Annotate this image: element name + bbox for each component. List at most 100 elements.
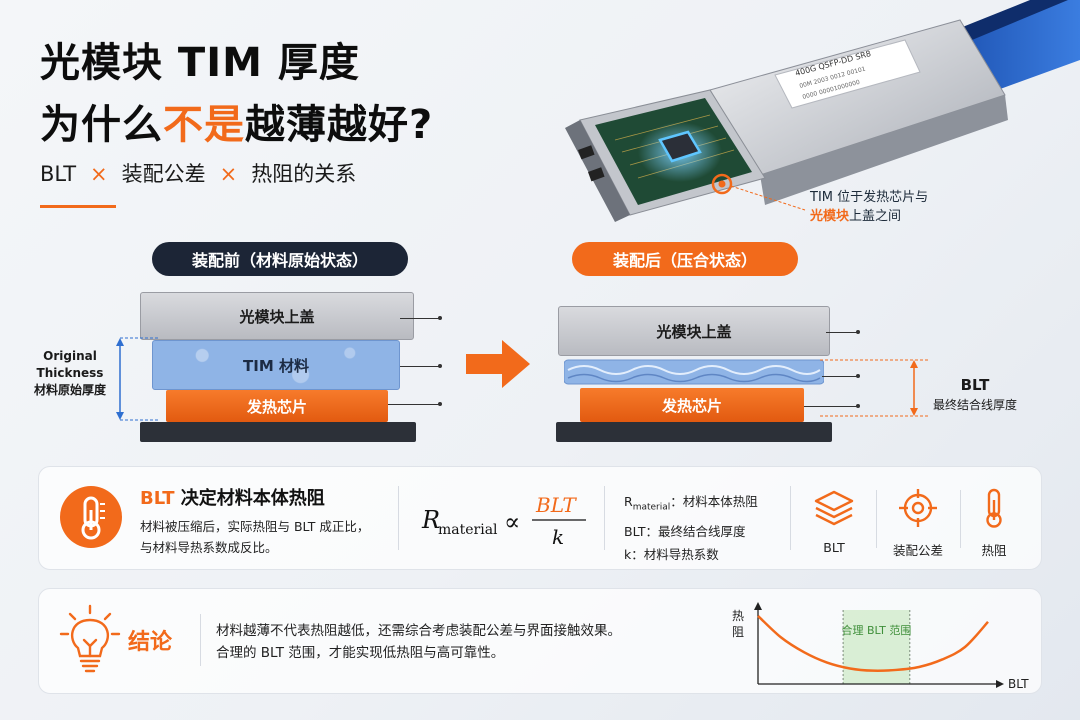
original-thickness-label: Original Thickness 材料原始厚度: [18, 348, 122, 399]
blt-side-label: BLT 最终结合线厚度: [925, 376, 1025, 413]
y-axis-label-char2: 阻: [732, 625, 744, 639]
callout-rest: 上盖之间: [849, 209, 902, 224]
x-axis-label: BLT: [1008, 677, 1029, 691]
leader-dot: [856, 330, 860, 334]
card1-title-highlight: BLT: [140, 488, 175, 509]
title-underline: [40, 205, 116, 208]
thermometer-badge: [60, 486, 122, 548]
arrow-right-icon: [466, 340, 530, 388]
callout-line1: TIM 位于发热芯片与: [810, 190, 929, 205]
leader-dot: [438, 316, 442, 320]
x-axis-arrow: [996, 680, 1004, 688]
title-post: 越薄越好?: [245, 102, 434, 148]
after-base-layer: [556, 422, 832, 442]
before-assembly-pill: 装配前（材料原始状态）: [152, 242, 408, 276]
divider: [876, 490, 877, 548]
original-thickness-dimension: [116, 337, 160, 421]
resistance-curve: [757, 615, 989, 673]
leader-dot: [856, 404, 860, 408]
leader-dot: [438, 402, 442, 406]
tolerance-icon-box: 装配公差: [888, 486, 948, 559]
formula-r-sub: material: [438, 522, 498, 538]
y-axis-arrow: [754, 602, 762, 610]
thickness-cn: 材料原始厚度: [33, 383, 106, 397]
legend-r-desc: ：材料本体热阻: [670, 494, 758, 509]
formula-denominator: k: [552, 525, 564, 549]
thermometer-icon: [81, 496, 105, 540]
formula-numerator: BLT: [535, 493, 577, 517]
optical-module-illustration: 400G QSFP-DD SR8 00M 2003 0012 00101 000…: [565, 0, 1080, 222]
card1-text-line1: 材料被压缩后，实际热阻与 BLT 成正比，: [140, 519, 370, 534]
thickness-en2: Thickness: [36, 366, 104, 380]
after-cover-layer: 光模块上盖: [558, 306, 830, 356]
card1-title-rest: 决定材料本体热阻: [180, 488, 325, 509]
leader-line: [804, 406, 858, 407]
layers-icon: [814, 490, 854, 526]
blt-side-title: BLT: [960, 376, 990, 394]
leader-line: [826, 332, 858, 333]
optimal-range-label: 合理 BLT 范围: [842, 623, 912, 637]
blt-side-desc: 最终结合线厚度: [932, 398, 1017, 412]
legend-r-main: R: [624, 494, 633, 509]
target-icon: [899, 489, 937, 527]
divider: [398, 486, 399, 550]
lightbulb-icon: [59, 604, 121, 673]
card1-text-line2: 与材料导热系数成反比。: [140, 540, 278, 555]
conclusion-line1: 材料越薄不代表热阻越低，还需综合考虑装配公差与界面接触效果。: [216, 623, 621, 639]
before-cover-layer: 光模块上盖: [140, 292, 414, 340]
module-callout: TIM 位于发热芯片与 光模块上盖之间: [810, 188, 928, 226]
title-pre: 为什么: [40, 102, 163, 148]
leader-line: [388, 404, 440, 405]
divider: [960, 490, 961, 548]
tolerance-icon-label: 装配公差: [892, 543, 943, 558]
after-tim-layer-compressed: [564, 359, 824, 385]
after-chip-layer: 发热芯片: [580, 388, 804, 422]
subtitle-blt: BLT: [40, 162, 77, 186]
blt-dimension: [820, 359, 930, 417]
resistance-icon-label: 热阻: [981, 543, 1007, 558]
blt-icon-box: BLT: [804, 486, 864, 555]
page-title-line1: 光模块 TIM 厚度: [40, 40, 360, 86]
leader-line: [822, 376, 858, 377]
divider: [604, 486, 605, 550]
conclusion-title: 结论: [128, 630, 173, 655]
formula-legend: Rmaterial：材料本体热阻 BLT：最终结合线厚度 k：材料导热系数: [624, 490, 758, 566]
legend-k: k：材料导热系数: [624, 546, 719, 562]
optimal-range-band: [843, 610, 910, 684]
callout-highlight: 光模块: [810, 209, 850, 224]
legend-blt: BLT：最终结合线厚度: [624, 523, 746, 539]
legend-r-sub: material: [632, 502, 671, 513]
subtitle-times-1: ×: [90, 162, 108, 186]
resistance-formula: R material ∝ BLT k: [421, 493, 586, 549]
thermometer-icon: [986, 488, 1002, 528]
formula-r: R: [421, 506, 440, 534]
before-chip-layer: 发热芯片: [166, 390, 388, 422]
card1-title: BLT 决定材料本体热阻: [140, 484, 325, 510]
subtitle-resistance: 热阻的关系: [251, 162, 357, 186]
conclusion-line2: 合理的 BLT 范围，才能实现低热阻与高可靠性。: [216, 645, 505, 661]
divider: [790, 486, 791, 550]
formula-proportional: ∝: [504, 508, 520, 536]
resistance-vs-blt-chart: 合理 BLT 范围 热 阻 BLT: [732, 602, 1029, 691]
leader-line: [400, 318, 440, 319]
leader-line: [400, 366, 440, 367]
subtitle: BLT × 装配公差 × 热阻的关系: [40, 158, 356, 188]
subtitle-times-2: ×: [219, 162, 238, 186]
leader-dot: [438, 364, 442, 368]
blt-resistance-card: [38, 466, 1042, 570]
leader-dot: [856, 374, 860, 378]
callout-line2: 光模块上盖之间: [810, 207, 928, 226]
card1-description: 材料被压缩后，实际热阻与 BLT 成正比， 与材料导热系数成反比。: [140, 516, 369, 558]
after-assembly-pill: 装配后（压合状态）: [572, 242, 798, 276]
resistance-icon-box: 热阻: [964, 486, 1024, 559]
before-base-layer: [140, 422, 416, 442]
divider: [200, 614, 201, 666]
title-accent: 不是: [163, 102, 245, 148]
thickness-en1: Original: [43, 349, 97, 363]
legend-r: Rmaterial：材料本体热阻: [624, 490, 758, 520]
subtitle-tolerance: 装配公差: [121, 162, 206, 186]
blt-icon-label: BLT: [823, 540, 845, 555]
y-axis-label-char1: 热: [732, 609, 744, 623]
before-tim-layer: TIM 材料: [152, 340, 400, 390]
conclusion-text: 材料越薄不代表热阻越低，还需综合考虑装配公差与界面接触效果。 合理的 BLT 范…: [216, 620, 621, 664]
